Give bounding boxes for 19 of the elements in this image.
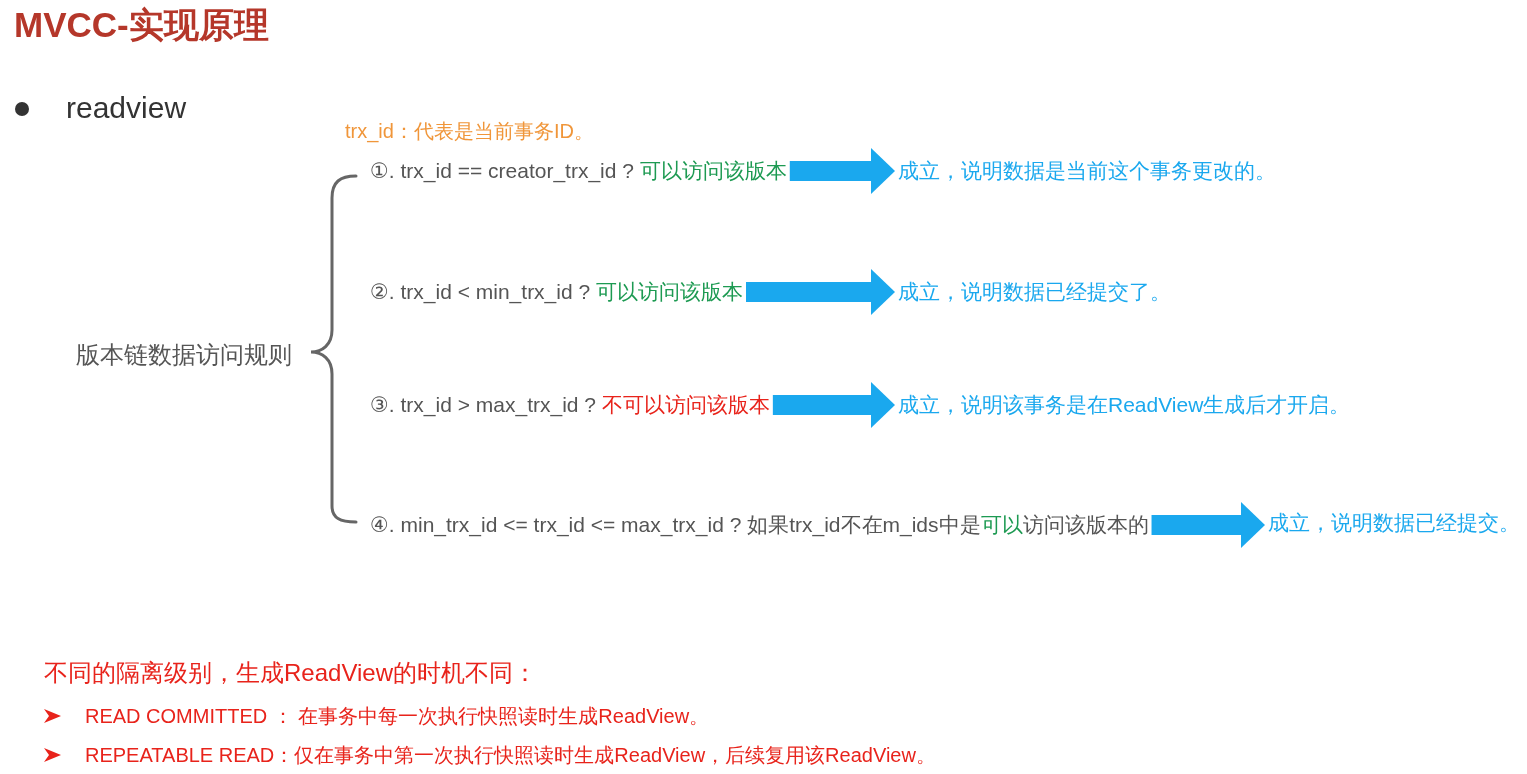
result-text: 成立，说明数据是当前这个事务更改的。 [898,157,1276,185]
condition-text: ④. min_trx_id <= trx_id <= max_trx_id ? 如果trx_id不在m_ids中是可以访问该版本的 [370,511,1149,539]
note-heading: 不同的隔离级别，生成ReadView的时机不同： [44,658,537,688]
result-text: 成立，说明数据已经提交。 [1268,509,1520,537]
condition-text: ②. trx_id < min_trx_id ? 可以访问该版本 [370,278,743,306]
list-item-text: READ COMMITTED ： 在事务中每一次执行快照读时生成ReadView。 [85,703,710,729]
note-text: trx_id：代表是当前事务ID。 [345,118,594,144]
title: MVCC-实现原理 [14,4,269,47]
group-label: 版本链数据访问规则 [76,340,292,370]
block-arrow [789,148,895,194]
list-item-text: REPEATABLE READ：仅在事务中第一次执行快照读时生成ReadView，后续复用该ReadView。 [85,742,936,768]
section-heading: readview [66,90,187,127]
condition-text: ③. trx_id > max_trx_id ? 不可以访问该版本 [370,391,770,419]
result-text: 成立，说明数据已经提交了。 [898,278,1171,306]
block-arrow [772,382,895,428]
block-arrow [1151,502,1265,548]
result-text: 成立，说明该事务是在ReadView生成后才开启。 [898,391,1351,419]
block-arrow [746,269,895,315]
condition-text: ①. trx_id == creator_trx_id ? 可以访问该版本 [370,157,787,185]
